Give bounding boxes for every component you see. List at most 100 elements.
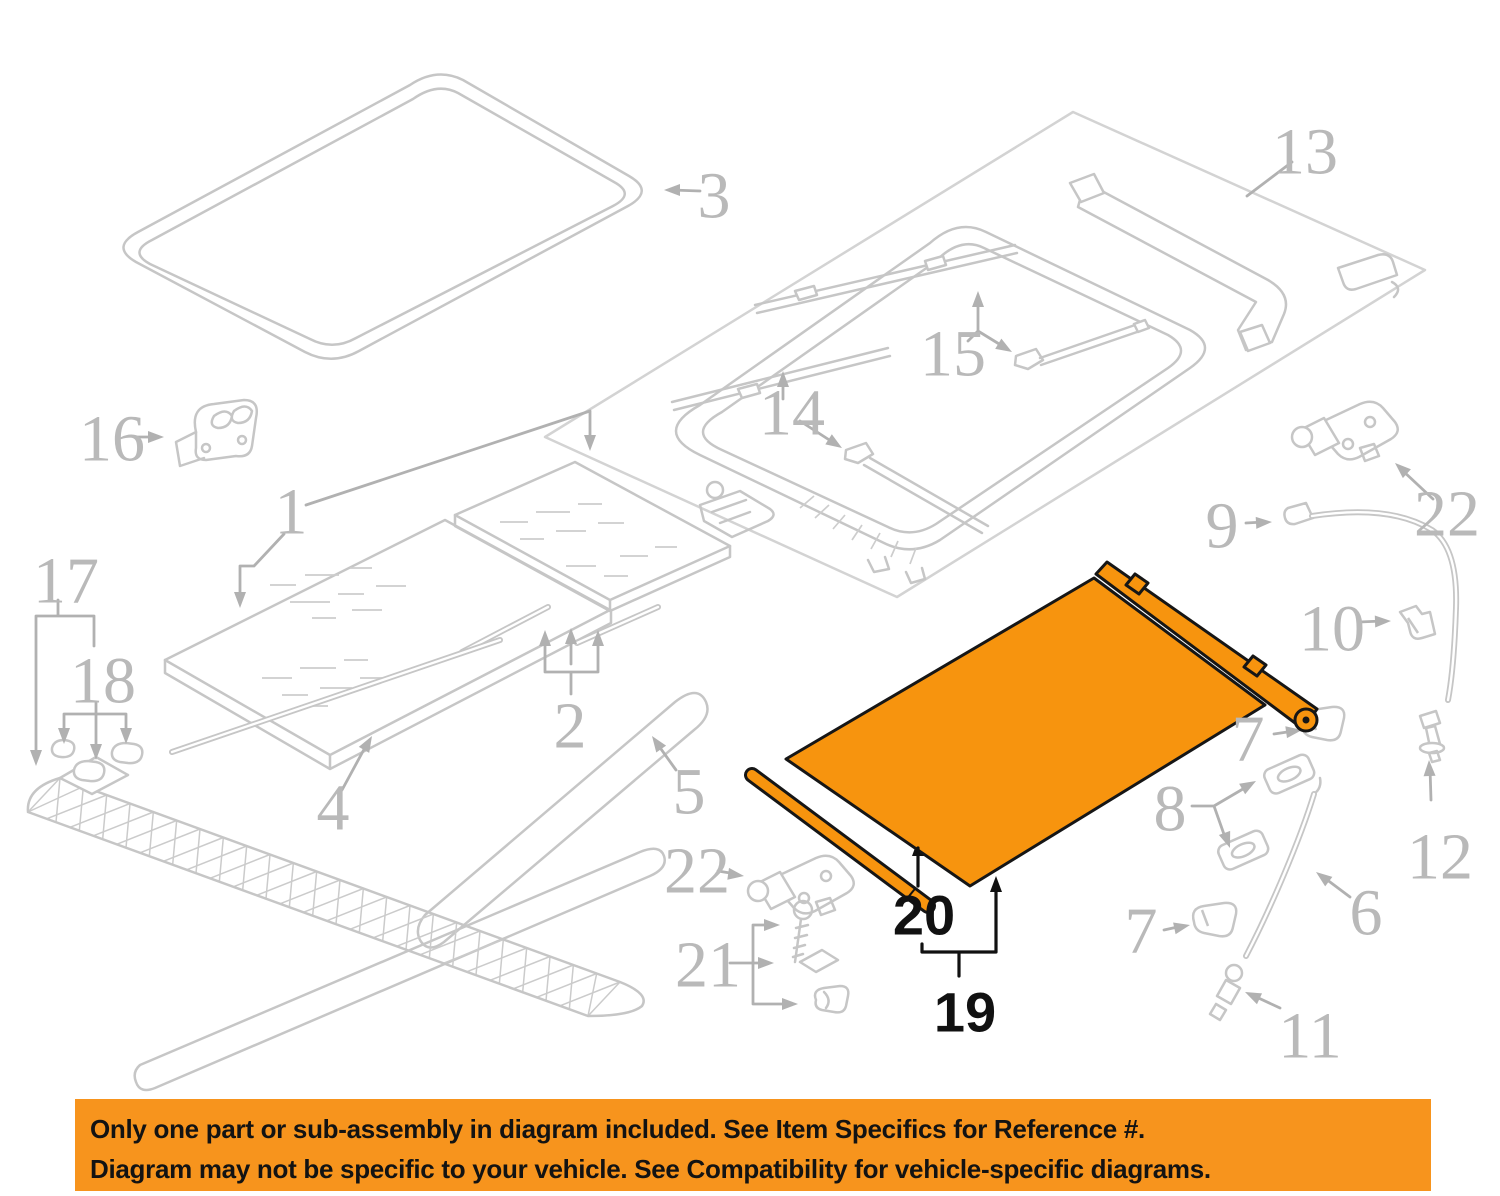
callout-label-19: 19: [934, 981, 996, 1044]
arrowhead: [1255, 516, 1272, 529]
guide-rod-part15-right: [1013, 318, 1151, 371]
callout-label-5: 5: [673, 756, 706, 829]
arrowhead: [652, 736, 667, 753]
callout-label-6: 6: [1350, 877, 1383, 950]
arrowhead: [592, 630, 604, 646]
side-rail-part5-left: [133, 847, 666, 1092]
callout-label-8: 8: [1154, 773, 1187, 846]
arrowhead: [1316, 872, 1333, 887]
callout-lines: [34, 188, 1435, 1010]
mesh-line: [396, 921, 457, 947]
guide-rail-part15-top: [753, 243, 1019, 315]
disclaimer-line-2: Diagram may not be specific to your vehi…: [90, 1154, 1211, 1184]
mesh-line: [513, 964, 574, 990]
arrowhead: [539, 630, 551, 646]
mesh-line: [373, 913, 434, 939]
mesh-line: [27, 777, 61, 813]
arrowhead: [1395, 463, 1411, 479]
mesh-line: [256, 870, 317, 896]
callout-label-10: 10: [1299, 593, 1365, 666]
callout-label-20: 20: [893, 884, 955, 947]
arrowhead: [1374, 615, 1391, 628]
mesh-line: [139, 828, 201, 854]
arrowhead: [764, 919, 780, 931]
arrowhead: [1239, 781, 1256, 795]
mesh-line: [27, 785, 84, 813]
glass-panel-rear: [453, 460, 732, 613]
arrowhead: [584, 435, 596, 451]
arrowhead: [1173, 922, 1190, 935]
callout-label-18: 18: [70, 645, 136, 718]
bracket-part8-lower: [1216, 829, 1270, 871]
mesh-line: [349, 904, 411, 930]
disclaimer-banner: Only one part or sub-assembly in diagram…: [75, 1099, 1431, 1191]
callout-label-9: 9: [1206, 490, 1239, 563]
callout-label-3: 3: [698, 160, 731, 233]
mesh-line: [587, 973, 598, 1017]
mesh-line: [69, 802, 131, 828]
clip-part7-lower: [1191, 901, 1238, 938]
callout-label-15: 15: [920, 318, 986, 391]
arrowhead: [758, 957, 774, 969]
mesh-line: [279, 879, 341, 905]
bracket-part8-upper: [1262, 753, 1316, 795]
mesh-line: [209, 853, 271, 879]
callout-label-22: 22: [1414, 478, 1480, 551]
arrowhead: [234, 592, 246, 608]
fasteners-part21: [791, 899, 850, 1014]
arrowhead: [90, 744, 102, 760]
arrowhead: [565, 628, 577, 644]
arrowhead: [727, 867, 744, 880]
callout-label-14: 14: [759, 377, 825, 450]
arrowhead: [825, 434, 842, 448]
sunshade-assembly-part19-highlighted: [784, 560, 1319, 888]
callout-label-22: 22: [664, 835, 730, 908]
callout-label-16: 16: [79, 403, 145, 476]
sunshade-guide-part20-highlighted: [744, 767, 936, 914]
arrowhead: [782, 998, 798, 1010]
mesh-line: [186, 845, 247, 871]
arrowhead: [58, 728, 70, 744]
sunroof-seal-part3: [122, 73, 643, 360]
arrowhead: [1218, 830, 1231, 848]
callout-label-12: 12: [1407, 821, 1473, 894]
sunroof-motor-part22-right: [1290, 400, 1399, 463]
glass-seal-strips-part2: [459, 604, 661, 655]
mesh-line: [419, 930, 481, 956]
disclaimer-line-1: Only one part or sub-assembly in diagram…: [90, 1114, 1145, 1144]
bolt-part12: [1418, 709, 1446, 764]
mesh-line: [489, 955, 551, 981]
callout-label-7: 7: [1232, 703, 1265, 776]
arrowhead: [358, 736, 372, 753]
highlight-callout-lines: [916, 846, 998, 978]
callout-label-1: 1: [275, 476, 308, 549]
callout-label-13: 13: [1272, 116, 1338, 189]
callout-label-17: 17: [33, 545, 99, 618]
mesh-line: [443, 938, 504, 964]
callout-label-11: 11: [1278, 1000, 1342, 1073]
callout-label-21: 21: [675, 929, 741, 1002]
mesh-line: [116, 819, 177, 845]
mesh-line: [559, 981, 621, 1007]
drain-tube-part6: [1243, 776, 1322, 959]
bracket-part16: [174, 398, 258, 468]
seal-strip-part4: [169, 637, 503, 755]
sunroof-motor-part22-bottom: [746, 854, 855, 917]
mesh-line: [163, 836, 224, 862]
callout-label-4: 4: [317, 772, 350, 845]
connector-part11: [1208, 963, 1244, 1022]
arrowhead: [995, 338, 1012, 352]
clip-part10: [1398, 604, 1437, 640]
arrowhead: [148, 431, 164, 443]
deflector-pads-part18: [50, 738, 144, 783]
callout-label-2: 2: [554, 690, 587, 763]
arrowhead: [1423, 760, 1436, 777]
arrowhead: [30, 750, 42, 766]
arrowhead: [1245, 992, 1263, 1005]
mesh-line: [326, 896, 387, 922]
arrowhead: [777, 371, 789, 387]
mesh-line: [233, 862, 294, 888]
